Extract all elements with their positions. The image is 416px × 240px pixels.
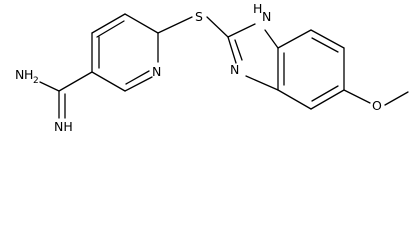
bond-n-c6-inner bbox=[125, 70, 150, 85]
bond-c2-c3-inner bbox=[96, 20, 125, 38]
bond-ring-s bbox=[157, 16, 193, 34]
bond-c5-c4 bbox=[310, 89, 345, 110]
imidazole-nh-h-label: H bbox=[253, 1, 262, 16]
bond-c7a-c7 bbox=[277, 29, 312, 49]
bond-c3a-n3 bbox=[245, 75, 279, 91]
bond-c7-c6-inner bbox=[311, 37, 339, 53]
nh2-n-label: N bbox=[15, 67, 24, 82]
pyridine-ring bbox=[91, 13, 159, 92]
bond-n3-c2prime-inner bbox=[234, 39, 243, 61]
imidazole-nh-n-label: N bbox=[262, 9, 271, 24]
pyridine-n-label: N bbox=[152, 64, 161, 79]
bond-o-ch3 bbox=[384, 91, 409, 106]
bond-s-c2prime bbox=[206, 16, 229, 38]
amidine-group bbox=[39, 71, 93, 119]
bond-c7-c6 bbox=[310, 29, 345, 49]
bond-c6-o bbox=[343, 89, 371, 104]
thioether-linkage bbox=[157, 16, 229, 38]
bond-n-c6 bbox=[124, 76, 153, 92]
bond-n3-c2prime bbox=[227, 36, 237, 64]
nh2-h-label: H bbox=[24, 67, 33, 82]
bond-c2-c3 bbox=[91, 13, 126, 34]
oxygen-label: O bbox=[372, 98, 382, 113]
methoxy-group bbox=[343, 89, 409, 106]
bond-c5-c4-inner bbox=[311, 85, 339, 102]
bond-c6-c1 bbox=[91, 71, 126, 92]
bond-ring-amidine bbox=[58, 71, 93, 92]
molecule-structure: N H 2 NH N S N H N O bbox=[15, 1, 409, 134]
bond-amidine-nh2 bbox=[39, 81, 60, 92]
imidazole-n-label: N bbox=[230, 62, 239, 77]
sulfur-label: S bbox=[195, 9, 203, 24]
bond-c3-c4 bbox=[124, 13, 159, 34]
imidazole-ring bbox=[227, 23, 279, 91]
structure-canvas: N H 2 NH N S N H N O bbox=[15, 1, 409, 134]
imine-nh-label: NH bbox=[54, 119, 73, 134]
benzene-ring bbox=[277, 29, 345, 110]
bond-c4-c3a bbox=[277, 89, 312, 110]
nh2-subscript: 2 bbox=[33, 76, 39, 86]
bond-n1-c7a bbox=[264, 29, 279, 49]
bond-c2prime-n1 bbox=[227, 23, 256, 38]
